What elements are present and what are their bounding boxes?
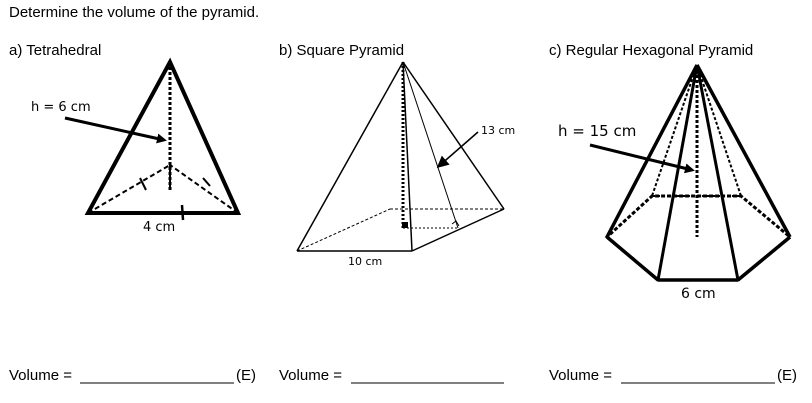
hexagonal-pyramid-base-label: 6 cm bbox=[681, 286, 716, 302]
tetrahedron-base-label: 4 cm bbox=[143, 220, 176, 235]
hexagonal-pyramid-figure bbox=[589, 64, 793, 282]
volume-label-a: Volume = bbox=[9, 367, 72, 384]
square-pyramid-slant-label: 13 cm bbox=[481, 124, 516, 137]
square-pyramid-base-label: 10 cm bbox=[348, 255, 383, 268]
hexagonal-pyramid-height-label: h = 15 cm bbox=[558, 122, 637, 140]
answer-suffix-a: (E) bbox=[236, 367, 256, 384]
problem-b-heading: b) Square Pyramid bbox=[279, 42, 405, 59]
problem-c-heading: c) Regular Hexagonal Pyramid bbox=[549, 42, 754, 59]
volume-label-b: Volume = bbox=[279, 367, 342, 384]
problem-a-heading: a) Tetrahedral bbox=[9, 42, 102, 59]
tetrahedron-figure bbox=[64, 57, 242, 221]
instruction-text: Determine the volume of the pyramid. bbox=[9, 4, 260, 21]
answer-suffix-c: (E) bbox=[777, 367, 797, 384]
square-pyramid-figure bbox=[296, 61, 505, 252]
volume-label-c: Volume = bbox=[549, 367, 612, 384]
tetrahedron-height-label: h = 6 cm bbox=[31, 100, 91, 115]
